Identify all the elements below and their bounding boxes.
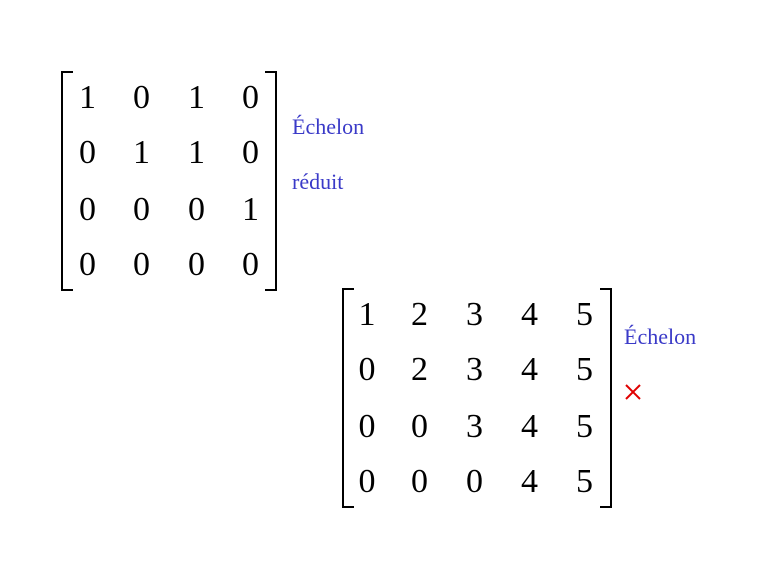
matrix-cell: 1 (358, 295, 376, 333)
left-bracket (342, 288, 354, 508)
matrix-cell: 0 (411, 407, 428, 445)
matrix-cell: 0 (188, 190, 205, 228)
left-bracket (61, 71, 73, 291)
matrix-cell: 0 (133, 190, 150, 228)
matrix-cell: 2 (411, 350, 428, 388)
matrix-cell: 3 (466, 295, 483, 333)
matrix-cell: 1 (242, 190, 259, 228)
matrix-cell: 0 (133, 78, 150, 116)
matrix-cell: 3 (466, 407, 483, 445)
matrix-cell: 4 (521, 462, 538, 500)
right-bracket (265, 71, 277, 291)
matrix-cell: 1 (188, 133, 205, 171)
matrix-cell: 0 (411, 462, 428, 500)
matrix-cell: 5 (576, 407, 593, 445)
matrix-cell: 4 (521, 295, 538, 333)
matrix-cell: 1 (133, 133, 150, 171)
right-bracket (600, 288, 612, 508)
matrix-cell: 0 (79, 245, 96, 283)
matrix-cell: 0 (79, 190, 96, 228)
matrix-label: Échelon (292, 114, 365, 139)
cross-icon (625, 384, 641, 400)
matrix-reduced-echelon: 1 0 1 0 0 1 1 0 0 0 0 1 0 0 0 0 (61, 71, 277, 291)
matrix-echelon: 1 2 3 4 5 0 2 3 4 5 0 0 3 4 5 0 0 0 4 5 (342, 288, 612, 508)
matrix-grid: 1 0 1 0 0 1 1 0 0 0 0 1 0 0 0 0 (61, 71, 277, 291)
matrix-cell: 0 (188, 245, 205, 283)
matrix-label: réduit (292, 169, 344, 194)
matrix-label: Échelon (624, 324, 697, 349)
matrix-cell: 0 (358, 407, 376, 445)
matrix-cell: 1 (188, 78, 205, 116)
matrix-cell: 3 (466, 350, 483, 388)
matrix-cell: 1 (79, 78, 96, 116)
matrix-cell: 0 (133, 245, 150, 283)
matrix-cell: 5 (576, 295, 593, 333)
matrix-cell: 0 (358, 462, 376, 500)
matrix-cell: 0 (242, 78, 259, 116)
matrix-cell: 0 (242, 133, 259, 171)
matrix-cell: 0 (358, 350, 376, 388)
matrix-cell: 4 (521, 407, 538, 445)
matrix-cell: 0 (466, 462, 483, 500)
matrix-cell: 5 (576, 462, 593, 500)
matrix-cell: 0 (242, 245, 259, 283)
matrix-grid: 1 2 3 4 5 0 2 3 4 5 0 0 3 4 5 0 0 0 4 5 (342, 288, 612, 508)
matrix-cell: 2 (411, 295, 428, 333)
matrix-cell: 5 (576, 350, 593, 388)
matrix-cell: 0 (79, 133, 96, 171)
matrix-cell: 4 (521, 350, 538, 388)
